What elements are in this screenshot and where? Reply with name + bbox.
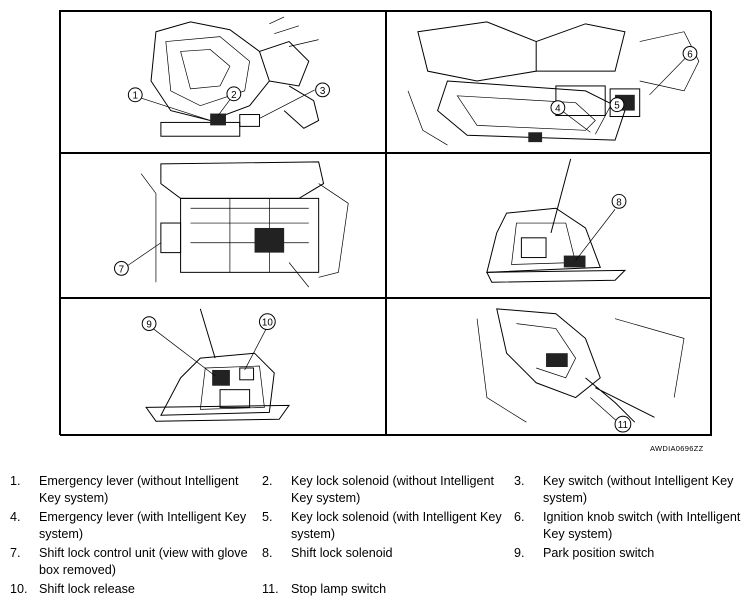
svg-text:6: 6 [687,49,693,60]
panel-steering-column-standard: 1 2 3 [60,11,386,153]
callout-5: 5 [609,97,625,113]
diagram-figure: 1 2 3 4 5 6 [59,10,712,436]
svg-text:3: 3 [320,86,326,97]
callout-6: 6 [682,46,698,61]
callout-1: 1 [127,87,143,103]
svg-text:5: 5 [614,101,620,112]
svg-text:11: 11 [618,420,628,431]
panel-shift-lock-solenoid: 8 [386,153,712,298]
svg-text:1: 1 [133,91,138,102]
panel-shift-lock-control-unit: 7 [60,153,386,298]
figure-code: AWDIA0696ZZ [650,444,704,453]
panel-shift-lever-switches: 9 10 [60,298,386,436]
svg-text:8: 8 [616,197,622,208]
panel-stop-lamp-switch: 11 [386,298,712,436]
callout-4: 4 [550,100,566,116]
callout-3: 3 [315,82,330,98]
callout-8: 8 [611,193,627,209]
panel-steering-column-intelligent-key: 4 5 6 [386,11,712,153]
svg-text:10: 10 [262,318,273,329]
callout-11: 11 [614,415,632,433]
svg-text:4: 4 [555,104,561,115]
callout-10: 10 [258,313,276,331]
callout-9: 9 [141,316,157,332]
svg-text:2: 2 [231,90,236,101]
callout-2: 2 [226,86,242,102]
svg-text:9: 9 [146,320,152,331]
svg-text:7: 7 [119,264,124,275]
callout-7: 7 [114,261,129,276]
